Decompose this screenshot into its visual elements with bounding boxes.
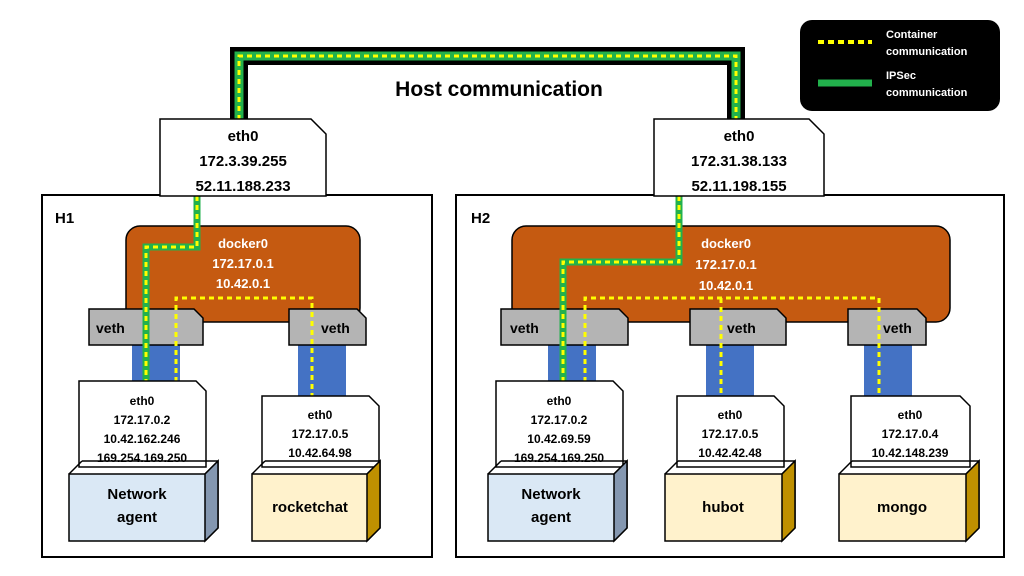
ipsec-path-h2 bbox=[559, 196, 683, 382]
container-box-h2-mongo: mongo bbox=[838, 459, 980, 543]
svg-text:172.17.0.4: 172.17.0.4 bbox=[882, 427, 939, 441]
svg-text:eth0: eth0 bbox=[130, 394, 155, 408]
svg-text:10.42.162.246: 10.42.162.246 bbox=[104, 432, 181, 446]
svg-text:veth: veth bbox=[321, 320, 350, 336]
svg-text:172.31.38.133: 172.31.38.133 bbox=[691, 153, 787, 170]
docker0-ip2-h1: 10.42.0.1 bbox=[216, 276, 270, 291]
svg-text:veth: veth bbox=[883, 320, 912, 336]
legend: Container communication IPSec communicat… bbox=[800, 20, 1000, 111]
veth-link-h1-rocketchat bbox=[298, 344, 346, 396]
svg-text:eth0: eth0 bbox=[898, 408, 923, 422]
svg-text:agent: agent bbox=[117, 509, 157, 526]
container-eth0-card-h2-agent: eth0 172.17.0.2 10.42.69.59 169.254.169.… bbox=[495, 380, 624, 468]
svg-text:agent: agent bbox=[531, 509, 571, 526]
svg-text:veth: veth bbox=[727, 320, 756, 336]
host-communication-title: Host communication bbox=[395, 78, 603, 101]
container-eth0-card-h1-agent: eth0 172.17.0.2 10.42.162.246 169.254.16… bbox=[78, 380, 207, 468]
docker0-ip2-h2: 10.42.0.1 bbox=[699, 278, 753, 293]
svg-text:veth: veth bbox=[96, 320, 125, 336]
docker0-name-h2: docker0 bbox=[701, 236, 751, 251]
svg-text:172.17.0.2: 172.17.0.2 bbox=[114, 413, 171, 427]
veth-link-h2-hubot bbox=[706, 344, 754, 396]
host-eth0-card-h2: eth0 172.31.38.133 52.11.198.155 bbox=[653, 118, 825, 197]
container-box-h1-network-agent: Network agent bbox=[68, 459, 219, 543]
svg-text:169.254.169.250: 169.254.169.250 bbox=[97, 451, 187, 465]
veth-link-h2-agent bbox=[548, 344, 596, 382]
svg-text:eth0: eth0 bbox=[718, 408, 743, 422]
docker0-name-h1: docker0 bbox=[218, 236, 268, 251]
host-label-h2: H2 bbox=[471, 210, 490, 227]
svg-text:10.42.148.239: 10.42.148.239 bbox=[872, 446, 949, 460]
ipsec-path-h1 bbox=[142, 196, 201, 382]
legend-container-label: Container bbox=[886, 29, 938, 41]
svg-text:172.17.0.2: 172.17.0.2 bbox=[531, 413, 588, 427]
svg-text:veth: veth bbox=[510, 320, 539, 336]
svg-text:Network: Network bbox=[521, 486, 581, 503]
host-eth0-card-h1: eth0 172.3.39.255 52.11.188.233 bbox=[159, 118, 327, 197]
svg-text:172.17.0.5: 172.17.0.5 bbox=[292, 427, 349, 441]
container-eth0-card-h2-hubot: eth0 172.17.0.5 10.42.42.48 bbox=[676, 395, 785, 468]
svg-text:mongo: mongo bbox=[877, 499, 927, 516]
container-eth0-card-h1-rocketchat: eth0 172.17.0.5 10.42.64.98 bbox=[261, 395, 380, 468]
docker0-ip1-h1: 172.17.0.1 bbox=[212, 256, 273, 271]
svg-text:52.11.198.155: 52.11.198.155 bbox=[691, 178, 786, 195]
svg-text:hubot: hubot bbox=[702, 499, 744, 516]
legend-ipsec-label: IPSec bbox=[886, 70, 916, 82]
svg-text:172.3.39.255: 172.3.39.255 bbox=[199, 153, 287, 170]
host-label-h1: H1 bbox=[55, 210, 74, 227]
veth-link-h1-agent bbox=[132, 344, 180, 382]
svg-text:10.42.64.98: 10.42.64.98 bbox=[288, 446, 352, 460]
svg-text:Network: Network bbox=[107, 486, 167, 503]
veth-pad-h1-b: veth bbox=[288, 308, 367, 346]
container-eth0-card-h2-mongo: eth0 172.17.0.4 10.42.148.239 bbox=[850, 395, 971, 468]
host-communication-link bbox=[230, 47, 745, 120]
veth-pad-h2-c: veth bbox=[847, 308, 927, 346]
container-path-h2 bbox=[583, 296, 881, 396]
docker0-ip1-h2: 172.17.0.1 bbox=[695, 257, 756, 272]
container-box-h2-network-agent: Network agent bbox=[487, 459, 628, 543]
svg-text:169.254.169.250: 169.254.169.250 bbox=[514, 451, 604, 465]
svg-text:10.42.42.48: 10.42.42.48 bbox=[698, 446, 762, 460]
veth-link-h2-mongo bbox=[864, 344, 912, 396]
svg-text:172.17.0.5: 172.17.0.5 bbox=[702, 427, 759, 441]
container-box-h1-rocketchat: rocketchat bbox=[251, 459, 381, 543]
svg-text:rocketchat: rocketchat bbox=[272, 499, 348, 516]
svg-text:10.42.69.59: 10.42.69.59 bbox=[527, 432, 591, 446]
svg-text:eth0: eth0 bbox=[228, 128, 259, 145]
container-box-h2-hubot: hubot bbox=[664, 459, 796, 543]
svg-text:eth0: eth0 bbox=[724, 128, 755, 145]
legend-container-label-2: communication bbox=[886, 46, 968, 58]
legend-ipsec-label-2: communication bbox=[886, 87, 968, 99]
svg-text:eth0: eth0 bbox=[547, 394, 572, 408]
svg-text:eth0: eth0 bbox=[308, 408, 333, 422]
svg-text:52.11.188.233: 52.11.188.233 bbox=[195, 178, 290, 195]
veth-pad-h2-b: veth bbox=[689, 308, 787, 346]
